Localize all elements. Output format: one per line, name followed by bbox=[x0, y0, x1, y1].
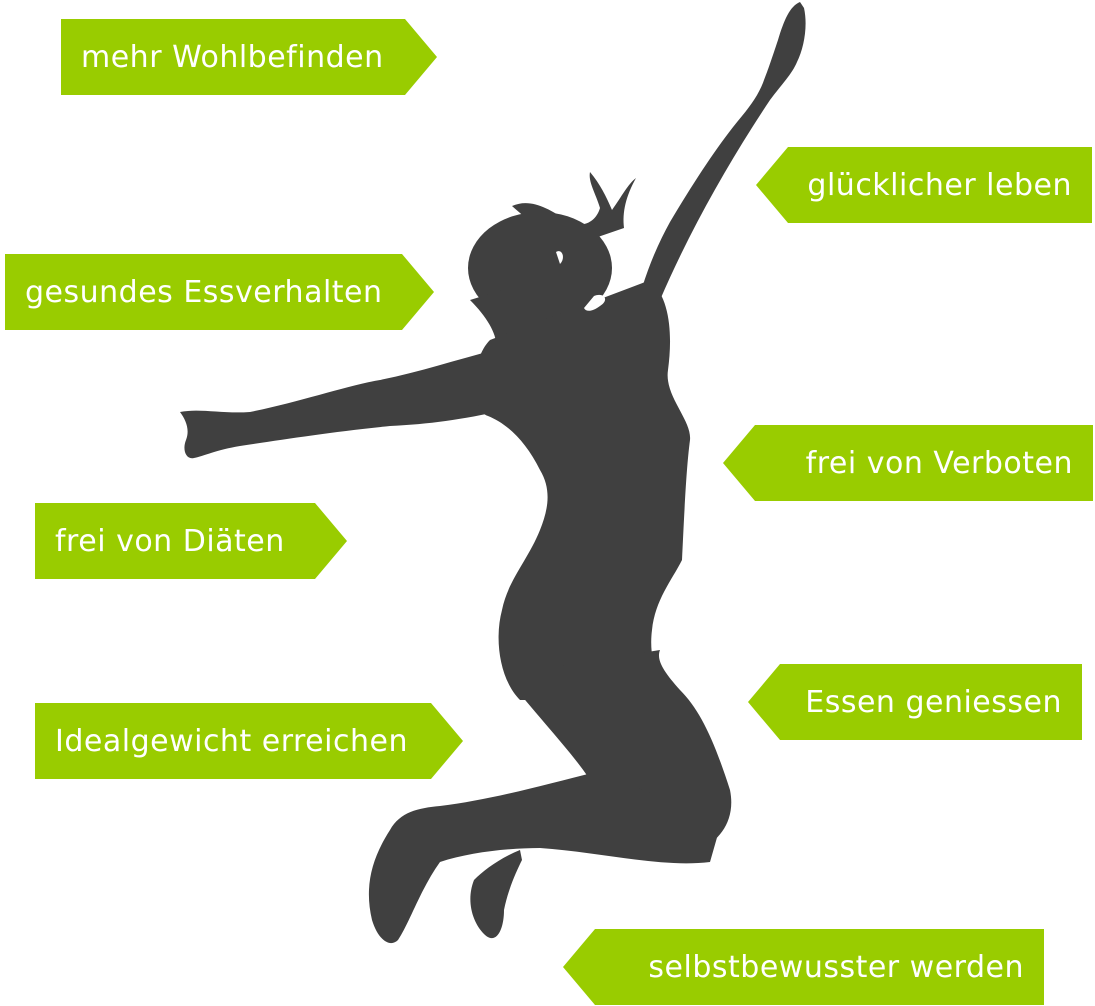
tag-label: Idealgewicht erreichen bbox=[55, 723, 408, 759]
tag-label: frei von Diäten bbox=[55, 523, 285, 559]
tag-essen-geniessen: Essen geniessen bbox=[748, 664, 1082, 740]
tag-mehr-wohlbefinden: mehr Wohlbefinden bbox=[61, 19, 437, 95]
tag-idealgewicht-erreichen: Idealgewicht erreichen bbox=[35, 703, 463, 779]
tag-frei-von-diaeten: frei von Diäten bbox=[35, 503, 347, 579]
tag-label: frei von Verboten bbox=[805, 445, 1073, 481]
tag-gluecklicher-leben: glücklicher leben bbox=[756, 147, 1092, 223]
tag-label: selbstbewusster werden bbox=[648, 949, 1024, 985]
tag-label: mehr Wohlbefinden bbox=[81, 39, 384, 75]
tag-frei-von-verboten: frei von Verboten bbox=[723, 425, 1093, 501]
tag-label: Essen geniessen bbox=[805, 684, 1062, 720]
tag-label: glücklicher leben bbox=[807, 167, 1072, 203]
tag-selbstbewusster-werden: selbstbewusster werden bbox=[563, 929, 1044, 1005]
tag-label: gesundes Essverhalten bbox=[25, 274, 383, 310]
tag-gesundes-essverhalten: gesundes Essverhalten bbox=[5, 254, 434, 330]
